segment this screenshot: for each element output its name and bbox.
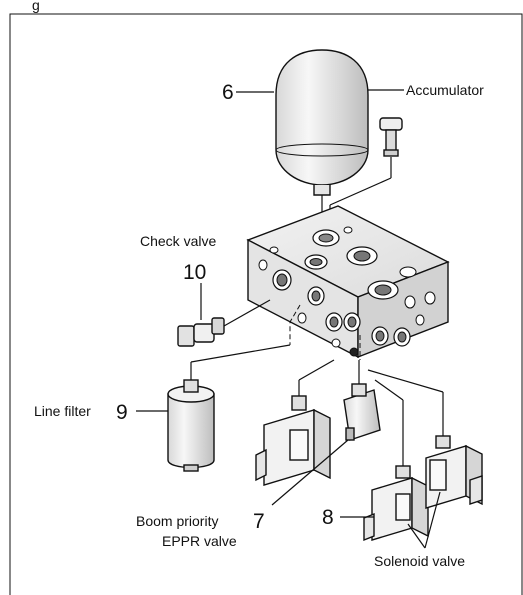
- leader-solenoid-label-a: [407, 523, 426, 549]
- number-accumulator: 6: [222, 81, 234, 104]
- solenoid-coil-left: [255, 359, 335, 486]
- line-filter-part: [167, 344, 291, 472]
- manifold-block: [246, 205, 450, 359]
- leader-boom-priority: [271, 439, 349, 506]
- top-fragment-text: g: [32, 0, 40, 13]
- label-boom-priority-line1: Boom priority: [136, 513, 218, 529]
- number-boom-priority: 7: [253, 510, 265, 533]
- number-check-valve: 10: [183, 261, 206, 284]
- eppr-valve-part: [343, 360, 381, 441]
- leader-solenoid-label-b: [424, 491, 441, 549]
- check-valve-part: [177, 283, 271, 347]
- solenoid-valve-center: [363, 379, 429, 542]
- label-solenoid-valve: Solenoid valve: [374, 553, 465, 569]
- label-accumulator: Accumulator: [406, 82, 484, 98]
- solenoid-valve-right: [367, 369, 483, 509]
- number-solenoid: 8: [322, 506, 334, 529]
- label-check-valve: Check valve: [140, 233, 216, 249]
- label-boom-priority-line2: EPPR valve: [162, 533, 237, 549]
- label-line-filter: Line filter: [34, 403, 91, 419]
- accumulator-part: [275, 49, 369, 228]
- number-line-filter: 9: [116, 401, 128, 424]
